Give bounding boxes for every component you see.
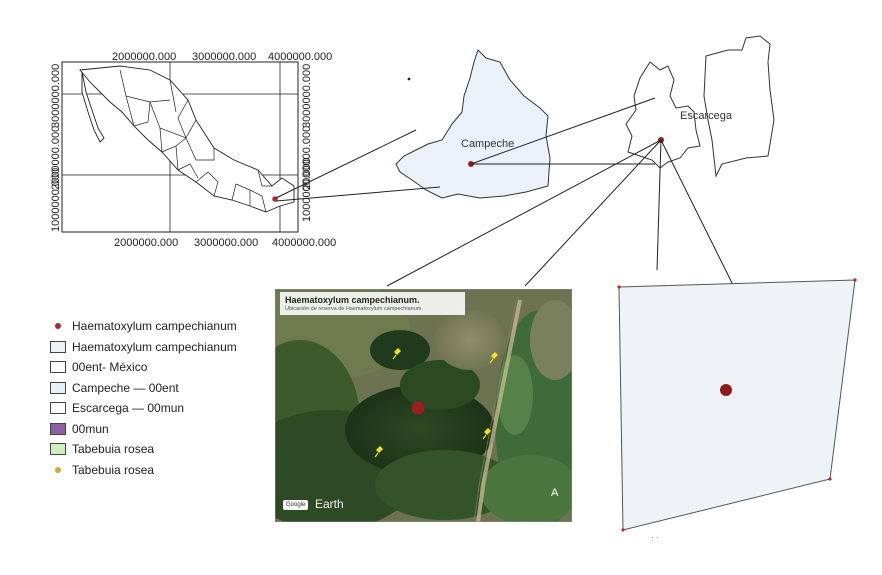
legend-swatch bbox=[50, 381, 66, 394]
legend-label: Campeche — 00ent bbox=[72, 380, 179, 395]
pin-icon bbox=[392, 348, 401, 360]
pin-icon bbox=[489, 352, 498, 364]
satellite-study-point bbox=[411, 401, 425, 415]
campeche-state-map: Campeche bbox=[395, 49, 551, 199]
svg-text:· ·: · · bbox=[651, 533, 659, 542]
legend-item: Haematoxylum campechianum bbox=[50, 337, 237, 358]
campeche-label: Campeche bbox=[461, 138, 514, 150]
mexico-inset-map: 2000000.000 3000000.000 4000000.000 2000… bbox=[50, 51, 336, 249]
legend-item: Escarcega — 00mun bbox=[50, 398, 237, 419]
inset-bottom-label-1: 2000000.000 bbox=[114, 237, 178, 249]
legend-item: Tabebuia rosea bbox=[50, 460, 237, 481]
reserve-study-point bbox=[720, 384, 732, 396]
inset-left-label-3: 1000000.000 bbox=[50, 168, 62, 232]
pin-icon bbox=[374, 446, 383, 458]
reserve-polygon-detail: · · bbox=[617, 278, 857, 542]
inset-top-label-2: 3000000.000 bbox=[192, 51, 256, 63]
escarcega-label: Escarcega bbox=[680, 110, 733, 122]
inset-right-label-3: 1000000.000 bbox=[301, 158, 313, 222]
mexico-outline bbox=[79, 65, 295, 213]
legend-item: Haematoxylum campechianum bbox=[50, 316, 237, 337]
legend-label: 00mun bbox=[72, 421, 109, 436]
legend-item: 00ent- México bbox=[50, 357, 237, 378]
north-arrow-icon: A bbox=[551, 487, 559, 499]
inset-bottom-label-3: 4000000.000 bbox=[272, 237, 336, 249]
satellite-image bbox=[275, 289, 572, 522]
legend-swatch bbox=[50, 361, 66, 374]
legend-label: Haematoxylum campechianum bbox=[72, 319, 237, 334]
legend-swatch bbox=[50, 422, 66, 435]
satellite-title: Haematoxylum campechianum. bbox=[285, 295, 420, 305]
inset-top-label-3: 4000000.000 bbox=[268, 51, 332, 63]
legend-item: Campeche — 00ent bbox=[50, 378, 237, 399]
legend-swatch bbox=[50, 443, 66, 456]
escarcega-municipality-map: Escarcega bbox=[625, 35, 775, 178]
legend-label: Escarcega — 00mun bbox=[72, 401, 185, 416]
inset-bottom-label-2: 3000000.000 bbox=[194, 237, 258, 249]
legend-point-symbol bbox=[50, 464, 66, 476]
satellite-title-box: Haematoxylum campechianum. Ubicación de … bbox=[280, 292, 465, 315]
connector-lines bbox=[275, 97, 736, 290]
inset-left-label-2: 2000000.000 bbox=[50, 126, 62, 190]
legend-item: Tabebuia rosea bbox=[50, 439, 237, 460]
legend-point-symbol bbox=[50, 320, 66, 332]
legend-label: Haematoxylum campechianum bbox=[72, 339, 237, 354]
google-logo: Google bbox=[283, 500, 309, 510]
inset-left-label-1: 3000000.000 bbox=[50, 64, 62, 128]
legend-label: 00ent- México bbox=[72, 360, 148, 375]
earth-watermark: Earth bbox=[315, 497, 344, 511]
legend-label: Tabebuia rosea bbox=[72, 442, 155, 457]
inset-right-label-2: 2000000.000 bbox=[301, 126, 313, 190]
satellite-subtitle: Ubicación de reserva de Haematoxylum cam… bbox=[285, 306, 423, 312]
inset-right-label-1: 3000000.000 bbox=[301, 64, 313, 128]
legend-item: 00mun bbox=[50, 419, 237, 440]
inset-top-label-1: 2000000.000 bbox=[112, 51, 176, 63]
legend-label: Tabebuia rosea bbox=[72, 462, 155, 477]
pin-icon bbox=[482, 428, 491, 440]
legend-swatch bbox=[50, 340, 66, 353]
legend-swatch bbox=[50, 402, 66, 415]
